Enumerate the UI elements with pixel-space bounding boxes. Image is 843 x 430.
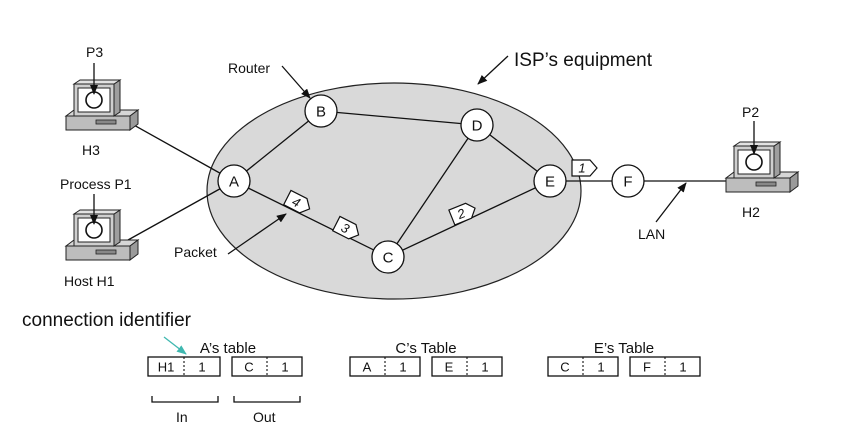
- process-p1-icon: [85, 221, 103, 239]
- packet-1-shape: [571, 159, 598, 177]
- node-e-label: E: [545, 174, 555, 191]
- computer-h3: [65, 79, 139, 131]
- table-a-title: A’s table: [200, 340, 256, 357]
- isp-label: ISP’s equipment: [514, 50, 653, 71]
- computer-h1: [65, 209, 139, 261]
- out-bracket: [233, 396, 301, 403]
- table-e-title: E’s Table: [594, 340, 654, 357]
- node-c-label: C: [383, 250, 394, 267]
- router-label: Router: [228, 60, 270, 76]
- node-f-label: F: [623, 174, 632, 191]
- process-p3-icon: [85, 91, 103, 109]
- table-a: A’s table H1 1 C 1: [147, 340, 303, 377]
- link-a-c: [233, 180, 389, 258]
- table-c: C’s Table A 1 E 1: [349, 340, 503, 377]
- table-a-cell-1: H1: [158, 360, 175, 375]
- node-e: E: [533, 164, 567, 198]
- table-e-cell-4: 1: [679, 360, 686, 375]
- lan-label: LAN: [638, 226, 665, 242]
- packet-1-label: 1: [578, 161, 585, 176]
- process-p1-label: Process P1: [60, 176, 132, 192]
- table-c-cell-4: 1: [481, 360, 488, 375]
- packet-2: 2: [448, 202, 476, 226]
- packet-1: 1: [571, 159, 598, 177]
- connection-identifier-label: connection identifier: [22, 310, 192, 331]
- in-label: In: [176, 409, 188, 425]
- table-c-cell-1: A: [363, 360, 372, 375]
- p3-label: P3: [86, 44, 103, 60]
- packet-arrow: [227, 213, 287, 255]
- link-h1-a: [127, 180, 235, 241]
- node-b-label: B: [316, 104, 326, 121]
- node-a-label: A: [229, 174, 239, 191]
- table-e-cell-2: 1: [597, 360, 604, 375]
- table-e-cell-1: C: [560, 360, 569, 375]
- node-d-label: D: [472, 118, 483, 135]
- node-d: D: [460, 108, 494, 142]
- in-bracket: [151, 396, 219, 403]
- table-a-cell-4: 1: [281, 360, 288, 375]
- link-b-d: [320, 110, 478, 126]
- process-p2-icon: [745, 153, 763, 171]
- packet-2-shape: [448, 202, 476, 226]
- node-b: B: [304, 94, 338, 128]
- lan-arrow: [655, 182, 687, 223]
- packet-3-shape: [331, 215, 360, 240]
- h3-label: H3: [82, 142, 100, 158]
- computer-h2: [725, 141, 799, 193]
- isp-arrow: [477, 55, 509, 85]
- link-d-c: [387, 124, 478, 258]
- table-c-title: C’s Table: [395, 340, 456, 357]
- packet-4-shape: [282, 189, 311, 214]
- host-h1-label: Host H1: [64, 273, 115, 289]
- table-e: E’s Table C 1 F 1: [547, 340, 701, 377]
- h2-label: H2: [742, 204, 760, 220]
- packet-3: 3: [331, 215, 360, 240]
- connection-identifier-arrow: [163, 336, 187, 355]
- packet-4: 4: [282, 189, 311, 214]
- table-c-cell-2: 1: [399, 360, 406, 375]
- table-a-cell-2: 1: [198, 360, 205, 375]
- in-out-brackets: [151, 396, 301, 403]
- table-c-cell-3: E: [445, 360, 454, 375]
- router-arrow: [281, 65, 311, 99]
- table-a-cell-3: C: [244, 360, 253, 375]
- out-label: Out: [253, 409, 276, 425]
- table-e-cell-3: F: [643, 360, 651, 375]
- link-a-b: [233, 110, 322, 182]
- link-h3-a: [131, 123, 235, 182]
- node-c: C: [371, 240, 405, 274]
- router-nodes: A B C D E F: [217, 94, 645, 274]
- p2-label: P2: [742, 104, 759, 120]
- packet-label: Packet: [174, 244, 217, 260]
- node-a: A: [217, 164, 251, 198]
- node-f: F: [611, 164, 645, 198]
